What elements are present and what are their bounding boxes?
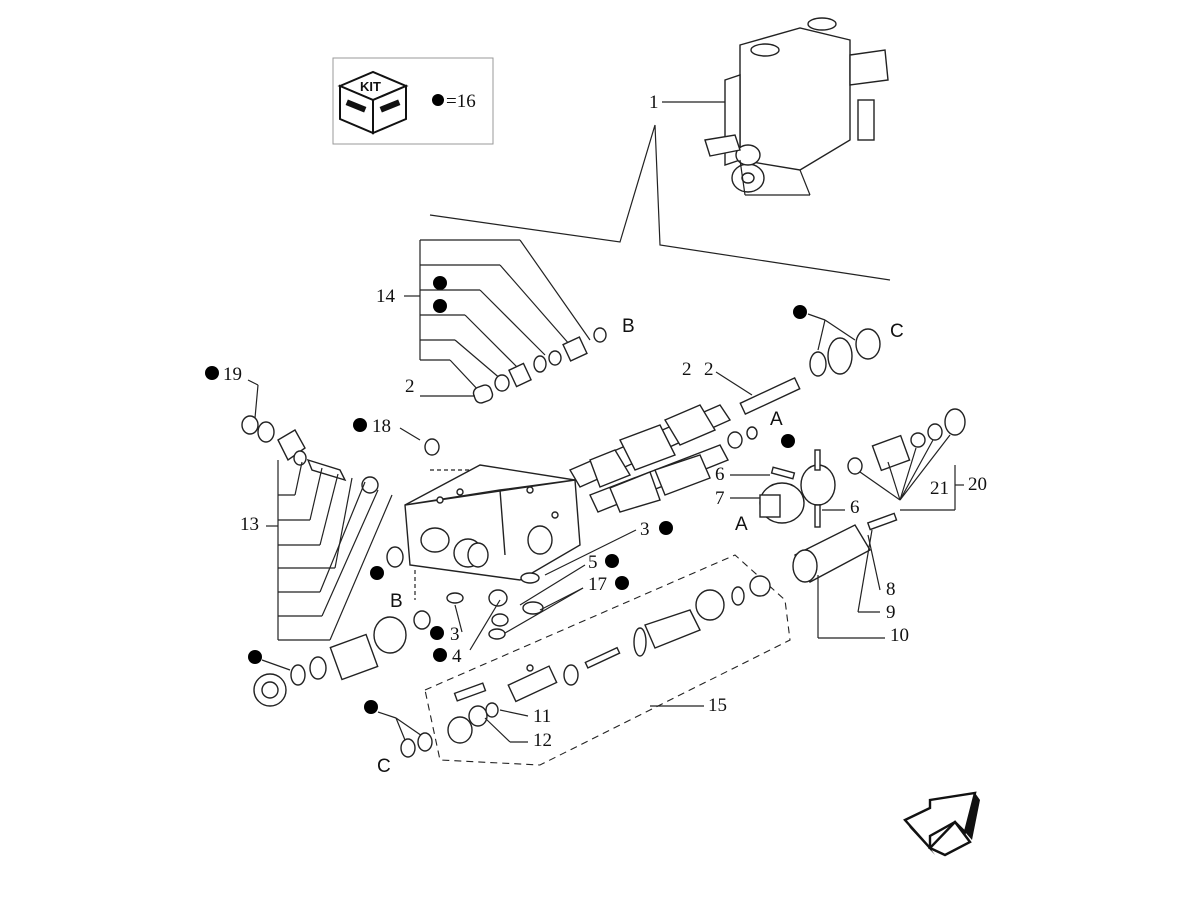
callout-10: 10: [890, 625, 909, 646]
letter-b-top: B: [622, 316, 635, 337]
letter-c-top: C: [890, 321, 904, 342]
kit-legend: KIT =16: [332, 57, 494, 145]
callout-3-right: 3: [640, 519, 650, 540]
callout-15: 15: [708, 695, 727, 716]
callout-17: 17: [588, 574, 607, 595]
valve-assembly-drawing: [704, 17, 889, 196]
callout-2-mid: 2: [682, 359, 692, 380]
callout-9: 9: [886, 602, 896, 623]
letter-a-top: A: [770, 409, 783, 430]
lower-left-parts: B 3 4 3 5 17: [248, 519, 673, 777]
callout-11: 11: [533, 706, 551, 727]
kit-box-icon: KIT: [337, 70, 409, 135]
direction-arrow-icon: [903, 791, 980, 857]
kit-equals-label: =16: [446, 91, 476, 112]
callout-21: 21: [930, 478, 949, 499]
callout-8: 8: [886, 579, 896, 600]
callout-19: 19: [223, 364, 242, 385]
kit-15-group: 11 12 15: [424, 554, 791, 766]
letter-b-bottom: B: [390, 591, 403, 612]
callout-6-lower: 6: [850, 497, 860, 518]
callout-6-upper: 6: [715, 464, 725, 485]
callout-7: 7: [715, 488, 725, 509]
black-dot: [432, 94, 444, 106]
callout-13: 13: [240, 514, 259, 535]
callout-1: 1: [649, 92, 659, 113]
letter-c-bottom: C: [377, 756, 391, 777]
callout-2-left: 2: [405, 376, 415, 397]
kit-label: KIT: [360, 79, 381, 94]
spool-components: 2 2 C A: [568, 305, 904, 513]
callout-18: 18: [372, 416, 391, 437]
right-side-parts: 6 7 A 6 21 20 8 9 10: [715, 408, 987, 646]
valve-body: [404, 464, 581, 581]
left-parts-group: 19 18 13: [205, 364, 440, 641]
callout-5: 5: [588, 552, 598, 573]
callout-4: 4: [452, 646, 462, 667]
callout-2-right: 2: [704, 359, 714, 380]
callout-3-left: 3: [450, 624, 460, 645]
callout-12: 12: [533, 730, 552, 751]
letter-a-bottom: A: [735, 514, 748, 535]
callout-14: 14: [376, 286, 396, 307]
group-14: 14 B 2: [376, 239, 635, 404]
callout-20: 20: [968, 474, 987, 495]
